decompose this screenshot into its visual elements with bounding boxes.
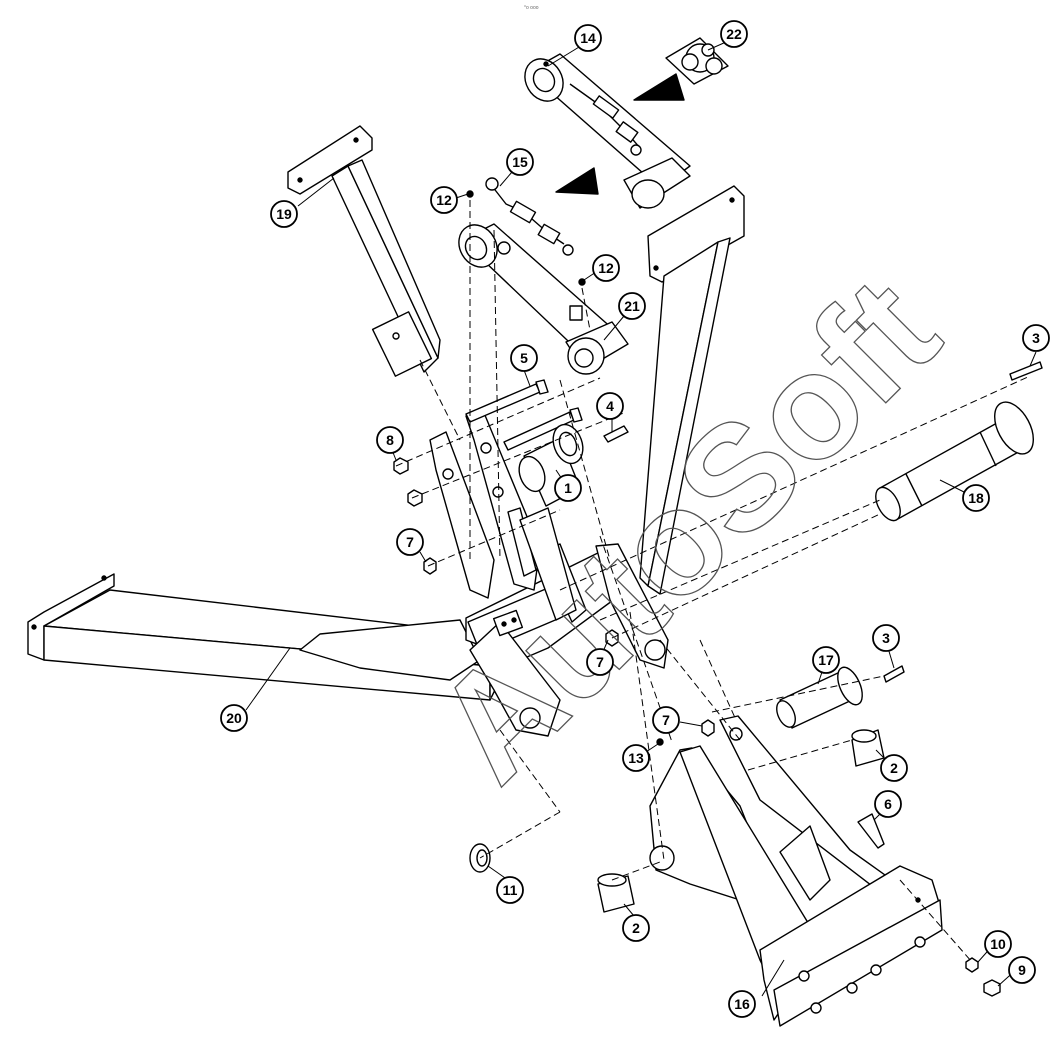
callout-label: 4 <box>606 398 614 414</box>
part-21-cylinder <box>458 223 629 375</box>
callout-7: 7 <box>396 528 424 556</box>
callout-label: 5 <box>520 350 528 366</box>
callout-12: 12 <box>592 254 620 282</box>
callout-9: 9 <box>1008 956 1036 984</box>
top-mark: °o ooo <box>524 5 539 11</box>
callout-label: 10 <box>990 936 1006 952</box>
part-22-seal-kit <box>665 37 729 85</box>
callout-label: 14 <box>580 30 596 46</box>
callout-10: 10 <box>984 930 1012 958</box>
callout-label: 21 <box>624 298 640 314</box>
callout-label: 20 <box>226 710 242 726</box>
part-14-cylinder <box>524 53 691 209</box>
callout-label: 16 <box>734 996 750 1012</box>
callout-label: 2 <box>890 760 898 776</box>
callout-7: 7 <box>652 706 680 734</box>
callout-label: 18 <box>968 490 984 506</box>
callout-label: 3 <box>1032 330 1040 346</box>
callout-20: 20 <box>220 704 248 732</box>
part-16-bracket <box>649 715 943 1027</box>
parts-drawing <box>27 37 1043 1027</box>
part-15-hose-fitting <box>485 177 574 256</box>
part-7-nut-a <box>423 557 437 575</box>
callout-5: 5 <box>510 344 538 372</box>
part-9-nut <box>983 979 1001 997</box>
part-18-shaft <box>875 401 1034 522</box>
callout-6: 6 <box>874 790 902 818</box>
part-10-nut <box>965 957 979 973</box>
callout-3: 3 <box>872 624 900 652</box>
callout-2: 2 <box>622 914 650 942</box>
callout-label: 22 <box>726 26 742 42</box>
part-12-grease-nipple-b <box>578 278 586 286</box>
callout-label: 7 <box>662 712 670 728</box>
callout-label: 12 <box>598 260 614 276</box>
callout-21: 21 <box>618 292 646 320</box>
part-17-pin <box>776 666 863 729</box>
callout-label: 2 <box>632 920 640 936</box>
callout-label: 9 <box>1018 962 1026 978</box>
callout-label: 19 <box>276 206 292 222</box>
callout-8: 8 <box>376 426 404 454</box>
callout-label: 13 <box>628 750 644 766</box>
part-19-support-arm <box>287 125 441 377</box>
callout-label: 1 <box>564 480 572 496</box>
part-5-bolts <box>465 379 583 451</box>
part-4-bolt <box>603 425 629 443</box>
callout-2: 2 <box>880 754 908 782</box>
callout-12: 12 <box>430 186 458 214</box>
callout-label: 6 <box>884 796 892 812</box>
callout-label: 7 <box>406 534 414 550</box>
part-8-nut-a <box>393 457 409 475</box>
callout-3: 3 <box>1022 324 1050 352</box>
callout-17: 17 <box>812 646 840 674</box>
callout-label: 12 <box>436 192 452 208</box>
arrow-marker-upper <box>633 73 685 101</box>
callout-14: 14 <box>574 24 602 52</box>
arrow-marker-lower <box>555 167 599 195</box>
callout-19: 19 <box>270 200 298 228</box>
callout-label: 8 <box>386 432 394 448</box>
part-right-arm <box>639 185 745 595</box>
callout-label: 15 <box>512 154 528 170</box>
callout-13: 13 <box>622 744 650 772</box>
part-6-bolt <box>857 813 885 849</box>
callout-18: 18 <box>962 484 990 512</box>
callout-label: 11 <box>503 882 518 898</box>
assembly-lines <box>395 200 1031 963</box>
callout-1: 1 <box>554 474 582 502</box>
part-8-nut-b <box>407 489 423 507</box>
callout-16: 16 <box>728 990 756 1018</box>
callouts: 14 22 15 12 12 19 21 3 5 4 8 1 18 7 7 7 … <box>220 20 1050 1018</box>
callout-label: 17 <box>818 652 834 668</box>
part-7-nut-c <box>701 719 715 737</box>
callout-label: 3 <box>882 630 890 646</box>
callout-label: 7 <box>596 654 604 670</box>
callout-15: 15 <box>506 148 534 176</box>
callout-22: 22 <box>720 20 748 48</box>
part-2-bushing-a <box>851 729 885 767</box>
callout-4: 4 <box>596 392 624 420</box>
part-2-bushing-b <box>597 873 635 913</box>
part-13-grease-nipple <box>656 738 664 746</box>
part-3-bolt-b <box>883 665 905 683</box>
callout-11: 11 <box>496 876 524 904</box>
callout-7: 7 <box>586 648 614 676</box>
